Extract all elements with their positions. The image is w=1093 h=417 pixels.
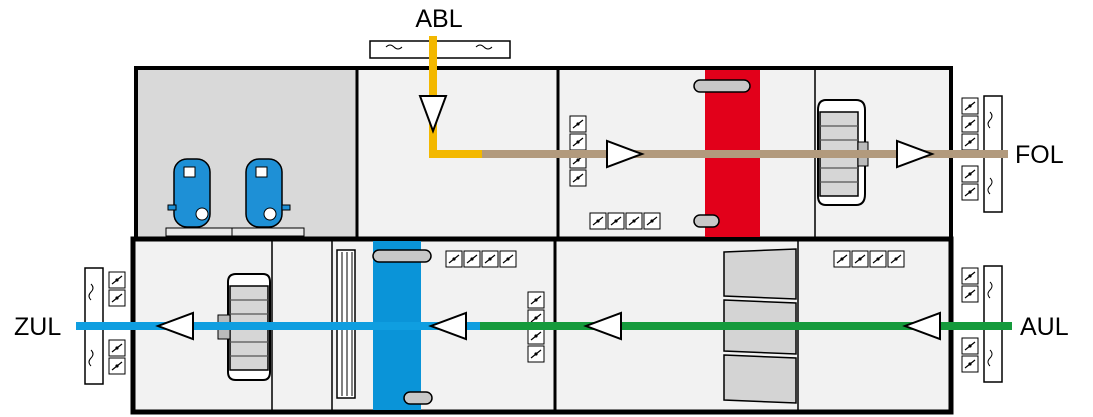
triangle-arrow-icon <box>418 95 448 134</box>
header-pipe <box>693 79 751 93</box>
header-pipe <box>693 214 720 228</box>
label-supply: ZUL <box>14 313 61 341</box>
triangle-arrow-icon <box>902 311 941 341</box>
header-pipe <box>372 249 432 263</box>
damper-icon <box>961 267 979 373</box>
pump-icon <box>165 158 237 237</box>
triangle-arrow-icon <box>428 311 467 341</box>
label-outgoing: FOL <box>1015 141 1064 169</box>
damper-icon <box>961 97 979 201</box>
flexible-connector-icon <box>369 40 511 59</box>
triangle-arrow-icon <box>606 139 645 169</box>
label-outside: AUL <box>1020 313 1069 341</box>
triangle-arrow-icon <box>896 139 935 169</box>
label-exhaust: ABL <box>415 5 462 33</box>
triangle-arrow-icon <box>155 311 194 341</box>
header-pipe <box>403 391 433 405</box>
triangle-arrow-icon <box>583 311 622 341</box>
extract-air-stream <box>429 36 482 158</box>
pump-icon <box>231 158 305 237</box>
